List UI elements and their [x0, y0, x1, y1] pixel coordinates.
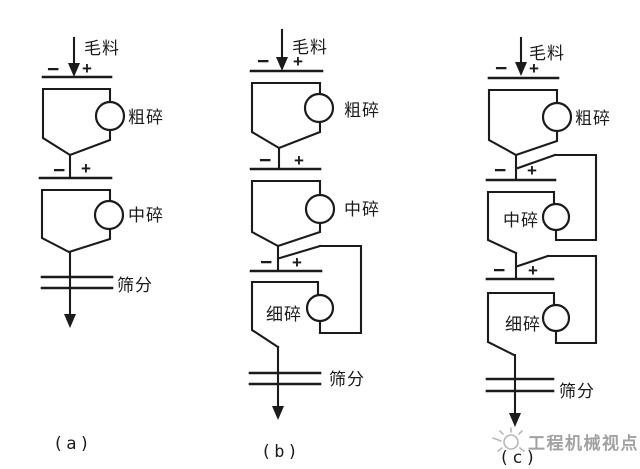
coarse-crusher-outline: [41, 87, 112, 157]
screen-plus-label: +: [292, 253, 302, 272]
medium-crusher-outline: [486, 190, 556, 255]
fine-crusher-outline: [486, 291, 556, 357]
watermark-text: 工程机械视点: [528, 433, 639, 453]
screen-minus-label: −: [53, 159, 65, 182]
flowsheet-c: 毛料 − + 粗碎 − + 中碎 − + 细碎 筛分 (c): [485, 36, 611, 468]
product-arrowhead-icon: [64, 314, 76, 328]
feed-arrowhead-icon: [515, 62, 527, 76]
flowsheet-caption: (a): [53, 434, 93, 454]
coarse-crusher-label: 粗碎: [128, 108, 164, 127]
screen-plus-label: +: [82, 59, 92, 78]
coarse-crusher-outline: [250, 81, 322, 150]
watermark: 工程机械视点: [492, 427, 639, 453]
recycle-diagonal-line: [516, 153, 557, 170]
crusher-drive-circle: [93, 199, 125, 231]
crusher-drive-circle: [304, 193, 336, 225]
crusher-drive-circle: [94, 100, 126, 132]
recycle-diagonal-line: [516, 254, 550, 268]
crusher-drive-circle: [305, 293, 335, 323]
screen-plus-label: +: [529, 59, 539, 78]
recycle-diagonal-line: [278, 244, 322, 260]
screen-minus-label: −: [495, 57, 507, 80]
medium-crusher-label: 中碎: [503, 211, 539, 230]
feed-arrowhead-icon: [68, 63, 80, 77]
screen-minus-label: −: [47, 58, 59, 81]
medium-crusher-label: 中碎: [344, 200, 380, 219]
screen-minus-label: −: [257, 50, 269, 73]
medium-crusher-outline: [250, 179, 322, 248]
coarse-crusher-label: 粗碎: [344, 101, 380, 120]
screen-plus-label: +: [527, 161, 537, 180]
coarse-crusher-outline: [487, 88, 559, 157]
recycle-loop-line: [553, 153, 598, 242]
feed-label: 毛料: [292, 38, 328, 57]
screen-minus-label: −: [260, 251, 272, 274]
screen-minus-label: −: [259, 149, 271, 172]
crusher-drive-circle: [541, 202, 571, 232]
screen-plus-label: +: [528, 261, 538, 280]
final-screen-label: 筛分: [117, 276, 153, 295]
medium-crusher-label: 中碎: [128, 206, 164, 225]
feed-arrowhead-icon: [276, 57, 288, 71]
screen-minus-label: −: [493, 259, 505, 282]
crusher-drive-circle: [303, 92, 335, 124]
fine-crusher-label: 细碎: [505, 315, 541, 334]
product-arrowhead-icon: [272, 406, 284, 420]
screen-plus-label: +: [293, 52, 303, 71]
screen-plus-label: +: [294, 151, 304, 170]
fine-crusher-outline: [250, 280, 320, 349]
flowsheet-a: 毛料 − + 粗碎 − + 中碎 筛分 (a): [38, 36, 164, 454]
crusher-drive-circle: [541, 101, 573, 133]
coarse-crusher-label: 粗碎: [575, 109, 611, 128]
flowsheet-b: 毛料 − + 粗碎 − + 中碎 − + 细碎 筛分 (b): [248, 28, 380, 462]
watermark-logo-icon: [492, 427, 525, 452]
fine-crusher-label: 细碎: [266, 305, 302, 324]
final-screen-label: 筛分: [559, 382, 595, 401]
medium-crusher-outline: [40, 188, 112, 254]
feed-label: 毛料: [84, 39, 120, 58]
final-screen-label: 筛分: [329, 370, 365, 389]
crusher-drive-circle: [541, 303, 571, 333]
screen-minus-label: −: [494, 159, 506, 182]
product-arrowhead-icon: [509, 413, 521, 427]
flowsheet-caption: (c): [499, 448, 539, 468]
flowsheet-caption: (b): [261, 442, 301, 462]
recycle-loop-line: [546, 254, 598, 345]
screen-plus-label: +: [81, 159, 91, 178]
recycle-loop-line: [318, 244, 363, 335]
feed-label: 毛料: [529, 44, 565, 63]
